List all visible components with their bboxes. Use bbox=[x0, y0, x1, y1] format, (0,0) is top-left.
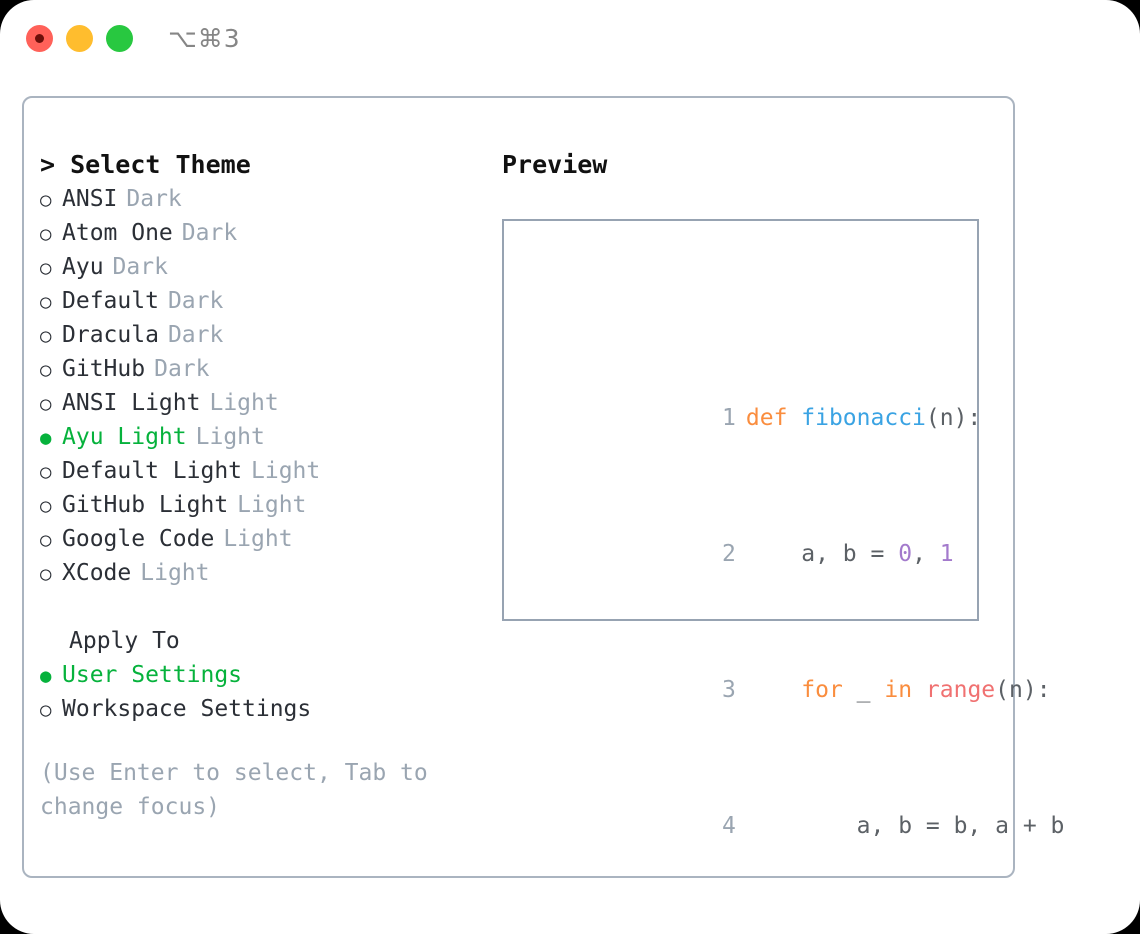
code-token: , bbox=[912, 541, 940, 567]
keyboard-shortcut-label: ⌥⌘3 bbox=[168, 24, 241, 53]
code-token: range bbox=[925, 677, 996, 703]
theme-option-default-light[interactable]: ○ Default Light Light bbox=[40, 454, 500, 488]
code-line: 5 return a bbox=[522, 911, 1092, 934]
theme-option-label: Ayu bbox=[62, 254, 104, 280]
code-token: a, b = bbox=[745, 541, 899, 567]
theme-option-label: GitHub bbox=[62, 356, 146, 382]
theme-option-label: Atom One bbox=[62, 220, 173, 246]
radio-icon: ○ bbox=[40, 495, 52, 517]
theme-option-atom-one[interactable]: ○ Atom One Dark bbox=[40, 216, 500, 250]
theme-option-google-code[interactable]: ○ Google Code Light bbox=[40, 522, 500, 556]
theme-option-list: ○ ANSI Dark ○ Atom One Dark ○ Ayu Dark bbox=[40, 182, 500, 590]
theme-option-ansi[interactable]: ○ ANSI Dark bbox=[40, 182, 500, 216]
code-token: def bbox=[745, 405, 802, 431]
apply-to-user-settings[interactable]: ● User Settings bbox=[40, 658, 500, 692]
radio-icon: ○ bbox=[40, 563, 52, 585]
theme-option-label: XCode bbox=[62, 560, 132, 586]
code-token: fibonacci bbox=[801, 405, 926, 431]
main-frame: > Select Theme ○ ANSI Dark ○ Atom One Da… bbox=[22, 96, 1064, 878]
preview-heading: Preview bbox=[502, 150, 608, 179]
apply-to-option-label: Workspace Settings bbox=[62, 696, 312, 722]
theme-option-label: ANSI bbox=[62, 186, 118, 212]
code-token: in bbox=[884, 677, 913, 703]
radio-icon: ○ bbox=[40, 393, 52, 415]
code-line: 2 a, b = 0, 1 bbox=[522, 503, 1092, 567]
line-number: 3 bbox=[722, 677, 736, 703]
theme-option-github[interactable]: ○ GitHub Dark bbox=[40, 352, 500, 386]
theme-option-tag: Light bbox=[237, 492, 307, 518]
radio-icon: ○ bbox=[40, 189, 52, 211]
line-number: 4 bbox=[722, 813, 736, 839]
theme-option-tag: Light bbox=[251, 458, 321, 484]
theme-option-tag: Light bbox=[223, 526, 293, 552]
close-button[interactable] bbox=[26, 25, 53, 52]
theme-option-github-light[interactable]: ○ GitHub Light Light bbox=[40, 488, 500, 522]
code-token: _ bbox=[842, 677, 885, 703]
theme-option-label: GitHub Light bbox=[62, 492, 229, 518]
theme-option-tag: Light bbox=[209, 390, 279, 416]
content-columns: > Select Theme ○ ANSI Dark ○ Atom One Da… bbox=[24, 98, 1064, 876]
maximize-button[interactable] bbox=[106, 25, 133, 52]
radio-icon: ○ bbox=[40, 291, 52, 313]
radio-icon: ○ bbox=[40, 325, 52, 347]
select-theme-heading: > Select Theme bbox=[40, 148, 500, 182]
radio-icon: ○ bbox=[40, 223, 52, 245]
code-token bbox=[912, 677, 926, 703]
theme-option-tag: Light bbox=[140, 560, 210, 586]
apply-to-option-label: User Settings bbox=[62, 662, 243, 688]
radio-icon-selected: ● bbox=[40, 665, 52, 687]
code-token: 0 bbox=[898, 541, 913, 567]
window-controls bbox=[26, 25, 133, 52]
code-token: 1 bbox=[939, 541, 954, 567]
theme-option-tag: Dark bbox=[154, 356, 210, 382]
code-token bbox=[746, 677, 801, 703]
apply-to-workspace-settings[interactable]: ○ Workspace Settings bbox=[40, 692, 500, 726]
keyboard-hint-text: (Use Enter to select, Tab to change focu… bbox=[40, 760, 428, 820]
theme-option-label: Ayu Light bbox=[62, 424, 187, 450]
code-line: 1 def fibonacci(n): bbox=[522, 367, 1092, 431]
theme-option-tag: Dark bbox=[167, 288, 224, 314]
theme-option-label: ANSI Light bbox=[62, 390, 201, 416]
theme-option-label: Dracula bbox=[62, 322, 159, 348]
line-number: 2 bbox=[722, 541, 736, 567]
code-line: 3 for _ in range(n): bbox=[522, 639, 1092, 703]
theme-option-label: Google Code bbox=[62, 526, 215, 552]
title-bar: ⌥⌘3 bbox=[0, 0, 1140, 78]
line-number: 1 bbox=[722, 405, 736, 431]
minimize-button[interactable] bbox=[66, 25, 93, 52]
radio-icon: ○ bbox=[40, 699, 52, 721]
theme-selector-panel: > Select Theme ○ ANSI Dark ○ Atom One Da… bbox=[40, 148, 500, 824]
prompt-caret-icon: > bbox=[40, 150, 56, 179]
radio-icon: ○ bbox=[40, 461, 52, 483]
theme-option-ayu[interactable]: ○ Ayu Dark bbox=[40, 250, 500, 284]
radio-icon: ○ bbox=[40, 529, 52, 551]
code-token: a, b = b, a + b bbox=[745, 813, 1065, 839]
theme-option-tag: Dark bbox=[167, 322, 224, 348]
theme-option-dracula[interactable]: ○ Dracula Dark bbox=[40, 318, 500, 352]
apply-to-heading: Apply To bbox=[69, 628, 180, 654]
theme-option-tag: Light bbox=[195, 424, 265, 450]
code-line: 4 a, b = b, a + b bbox=[522, 775, 1092, 839]
apply-to-option-list: ● User Settings ○ Workspace Settings bbox=[40, 658, 500, 726]
code-token: (n): bbox=[925, 405, 982, 431]
radio-icon: ○ bbox=[40, 257, 52, 279]
theme-option-tag: Dark bbox=[126, 186, 182, 212]
theme-option-tag: Dark bbox=[112, 254, 168, 280]
theme-option-ayu-light[interactable]: ● Ayu Light Light bbox=[40, 420, 500, 454]
theme-option-ansi-light[interactable]: ○ ANSI Light Light bbox=[40, 386, 500, 420]
radio-icon-selected: ● bbox=[40, 427, 52, 449]
theme-option-xcode[interactable]: ○ XCode Light bbox=[40, 556, 500, 590]
theme-option-label: Default Light bbox=[62, 458, 243, 484]
list-spacer bbox=[40, 590, 500, 624]
select-theme-heading-label: Select Theme bbox=[70, 150, 251, 179]
code-token: for bbox=[801, 677, 843, 703]
theme-option-label: Default bbox=[62, 288, 159, 314]
radio-icon: ○ bbox=[40, 359, 52, 381]
theme-option-tag: Dark bbox=[181, 220, 238, 246]
theme-option-default[interactable]: ○ Default Dark bbox=[40, 284, 500, 318]
code-token: (n): bbox=[995, 677, 1051, 703]
